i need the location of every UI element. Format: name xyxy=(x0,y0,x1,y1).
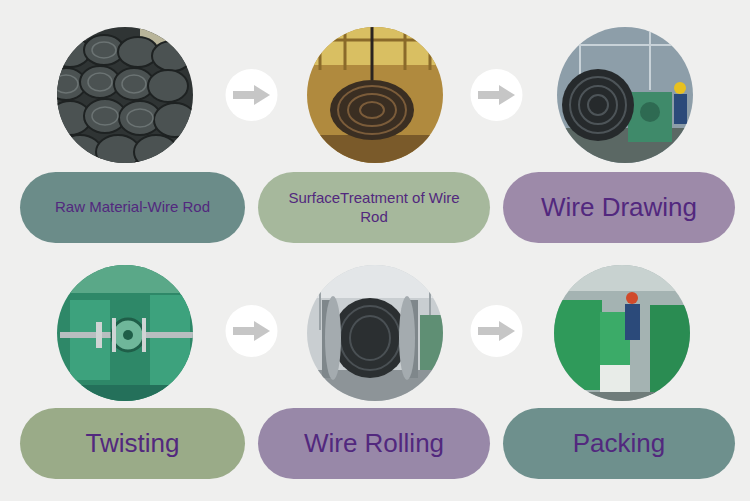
twisting-photo xyxy=(55,263,195,405)
arrow-badge xyxy=(226,305,278,357)
step-pill: SurfaceTreatment of Wire Rod xyxy=(258,172,490,243)
wire-drawing-photo xyxy=(555,25,695,168)
step-label: Packing xyxy=(573,427,666,460)
arrow-badge xyxy=(471,69,523,121)
flow-arrow xyxy=(478,91,499,99)
step-label: Wire Drawing xyxy=(541,191,697,224)
step-pill: Packing xyxy=(503,408,735,479)
wire-rod-photo xyxy=(46,25,200,169)
step-pill: Raw Material-Wire Rod xyxy=(20,172,245,243)
arrow-badge xyxy=(471,305,523,357)
step-pill: Twisting xyxy=(20,408,245,479)
wire-rolling-photo xyxy=(305,263,445,405)
step-label: Twisting xyxy=(86,427,180,460)
surface-treatment-photo xyxy=(305,25,445,165)
step-label: Wire Rolling xyxy=(304,427,444,460)
step-label: Raw Material-Wire Rod xyxy=(55,198,210,217)
arrow-badge xyxy=(226,69,278,121)
step-pill: Wire Rolling xyxy=(258,408,490,479)
flow-arrow xyxy=(233,327,254,335)
flow-arrow xyxy=(233,91,254,99)
step-pill: Wire Drawing xyxy=(503,172,735,243)
flow-arrow xyxy=(478,327,499,335)
packing-photo xyxy=(552,263,695,407)
step-label: SurfaceTreatment of Wire Rod xyxy=(288,189,460,227)
